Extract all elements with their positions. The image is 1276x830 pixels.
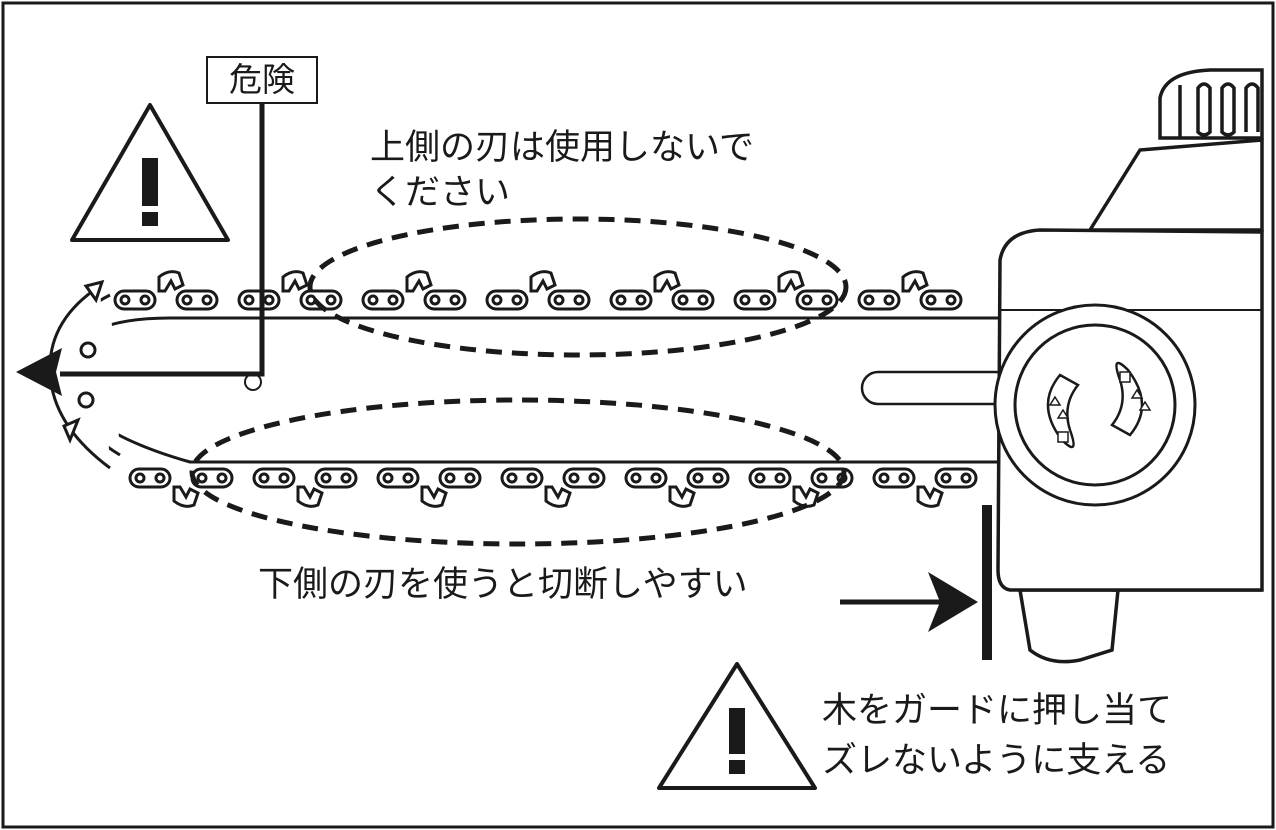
chain-link xyxy=(113,270,185,311)
chain-direction-arrow xyxy=(16,348,62,396)
chain-link xyxy=(485,270,557,311)
chain-link xyxy=(175,289,219,311)
chain-link xyxy=(252,467,324,508)
chain-link xyxy=(237,270,309,311)
chain-link xyxy=(609,270,681,311)
upper-blade-note-line1: 上側の刃は使用しないで xyxy=(370,128,754,168)
guard-plate xyxy=(982,505,992,660)
guard-note-line2: ズレないように支える xyxy=(822,741,1171,781)
saw-chain-bottom xyxy=(128,467,978,508)
chain-link xyxy=(748,467,820,508)
upper-blade-highlight xyxy=(307,216,849,358)
saw-chain-top xyxy=(113,270,963,311)
upper-blade-note-line2: ください xyxy=(370,173,511,213)
warning-triangle-icon xyxy=(70,103,230,242)
lower-blade-note: 下側の刃を使うと切断しやすい xyxy=(258,565,748,605)
chain-link xyxy=(733,270,805,311)
chain-link xyxy=(314,467,358,489)
chain-link xyxy=(438,467,482,489)
danger-label: 危険 xyxy=(206,56,318,104)
chain-link xyxy=(547,289,591,311)
danger-leader-line xyxy=(60,102,265,377)
chain-link xyxy=(128,467,200,508)
tension-knob-icon xyxy=(993,303,1197,507)
chain-link xyxy=(671,289,715,311)
chain-link xyxy=(872,467,944,508)
chain-link xyxy=(624,467,696,508)
chain-link xyxy=(361,270,433,311)
chain-link xyxy=(857,270,929,311)
bar-slot xyxy=(860,370,1014,406)
guide-bar xyxy=(60,316,1000,464)
chain-link xyxy=(500,467,572,508)
chain-link xyxy=(795,289,839,311)
guard-note-line1: 木をガードに押し当て xyxy=(822,691,1173,731)
chain-link xyxy=(376,467,448,508)
lower-blade-highlight xyxy=(189,397,847,547)
warning-triangle-icon xyxy=(657,662,817,790)
chain-link xyxy=(423,289,467,311)
chain-link xyxy=(686,467,730,489)
chain-link xyxy=(919,289,963,311)
chain-link xyxy=(934,467,978,489)
chain-link xyxy=(562,467,606,489)
guard-push-arrow xyxy=(840,572,978,632)
